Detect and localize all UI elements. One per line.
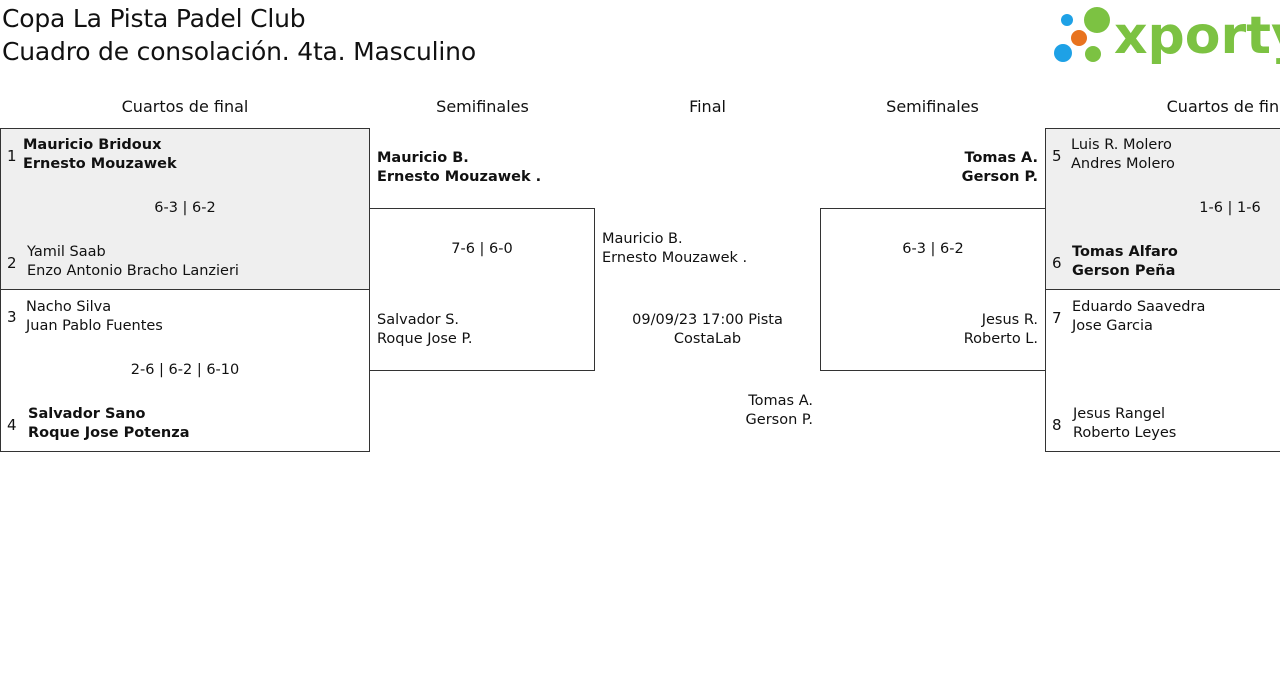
seed-number: 3 xyxy=(7,308,17,326)
right-qf-match-2[interactable] xyxy=(1045,289,1280,452)
team-left-qf-2-top[interactable]: Nacho Silva Juan Pablo Fuentes xyxy=(26,298,163,336)
team-right-qf-2-top[interactable]: Eduardo Saavedra Jose Garcia xyxy=(1072,298,1205,336)
match-score: 1-6 | 1-6 xyxy=(1199,200,1261,216)
player-name: Jesus R. xyxy=(981,312,1038,328)
right-qf-match-1[interactable] xyxy=(1045,128,1280,290)
team-right-qf-1-top[interactable]: Luis R. Molero Andres Molero xyxy=(1071,136,1175,174)
player-name: Tomas A. xyxy=(748,393,813,409)
match-score: 6-3 | 6-2 xyxy=(154,200,216,216)
player-name: Juan Pablo Fuentes xyxy=(26,318,163,334)
team-final-bottom[interactable]: Tomas A. Gerson P. xyxy=(640,392,813,430)
logo-text: xporty xyxy=(1114,6,1280,66)
seed-number: 5 xyxy=(1052,147,1062,165)
team-right-sf-top[interactable]: Tomas A. Gerson P. xyxy=(840,149,1038,187)
player-name: Jose Garcia xyxy=(1072,318,1153,334)
player-name: Roque Jose P. xyxy=(377,331,473,347)
team-right-qf-2-bottom[interactable]: Jesus Rangel Roberto Leyes xyxy=(1073,405,1176,443)
player-name: Roberto L. xyxy=(963,331,1038,347)
round-label-final: Final xyxy=(689,97,726,116)
xporty-logo: xporty xyxy=(1050,4,1280,68)
seed-number: 1 xyxy=(7,147,17,165)
player-name: Gerson Peña xyxy=(1072,263,1176,279)
logo-dots-icon xyxy=(1054,7,1110,62)
round-label-left-sf: Semifinales xyxy=(436,97,529,116)
team-right-sf-bottom[interactable]: Jesus R. Roberto L. xyxy=(840,311,1038,349)
player-name: Ernesto Mouzawek xyxy=(23,156,177,172)
player-name: Nacho Silva xyxy=(26,299,112,315)
player-name: Yamil Saab xyxy=(27,244,106,260)
final-schedule: 09/09/23 17:00 Pista CostaLab xyxy=(632,312,783,347)
player-name: Ernesto Mouzawek . xyxy=(377,169,542,185)
seed-number: 6 xyxy=(1052,254,1062,272)
player-name: Enzo Antonio Bracho Lanzieri xyxy=(27,263,239,279)
match-score: 7-6 | 6-0 xyxy=(451,241,513,257)
left-sf-match[interactable] xyxy=(369,208,595,371)
seed-number: 2 xyxy=(7,254,17,272)
player-name: Luis R. Molero xyxy=(1071,137,1172,153)
round-label-left-qf: Cuartos de final xyxy=(121,97,249,116)
player-name: Salvador S. xyxy=(377,312,460,328)
left-qf-match-1[interactable] xyxy=(0,128,370,290)
seed-number: 7 xyxy=(1052,309,1062,327)
page-subtitle: Cuadro de consolación. 4ta. Masculino xyxy=(2,37,476,66)
team-right-qf-1-bottom[interactable]: Tomas Alfaro Gerson Peña xyxy=(1072,243,1178,281)
player-name: Andres Molero xyxy=(1071,156,1175,172)
player-name: Gerson P. xyxy=(745,412,813,428)
round-label-right-sf: Semifinales xyxy=(886,97,979,116)
page-title: Copa La Pista Padel Club xyxy=(2,4,306,33)
player-name: Mauricio B. xyxy=(602,231,683,247)
player-name: Tomas A. xyxy=(964,150,1039,166)
team-left-qf-2-bottom[interactable]: Salvador Sano Roque Jose Potenza xyxy=(28,405,189,443)
seed-number: 4 xyxy=(7,416,17,434)
player-name: Jesus Rangel xyxy=(1073,406,1166,422)
player-name: Gerson P. xyxy=(961,169,1038,185)
player-name: Roberto Leyes xyxy=(1073,425,1177,441)
team-left-qf-1-bottom[interactable]: Yamil Saab Enzo Antonio Bracho Lanzieri xyxy=(27,243,239,281)
match-score: 6-3 | 6-2 xyxy=(902,241,964,257)
team-final-top[interactable]: Mauricio B. Ernesto Mouzawek . xyxy=(602,230,747,268)
team-left-sf-bottom[interactable]: Salvador S. Roque Jose P. xyxy=(377,311,473,349)
round-label-right-qf: Cuartos de final xyxy=(1166,97,1280,116)
player-name: Mauricio Bridoux xyxy=(23,137,162,153)
match-score: 2-6 | 6-2 | 6-10 xyxy=(130,362,240,378)
player-name: Ernesto Mouzawek . xyxy=(602,250,748,266)
player-name: Mauricio B. xyxy=(377,150,469,166)
player-name: Eduardo Saavedra xyxy=(1072,299,1206,315)
player-name: Tomas Alfaro xyxy=(1072,244,1178,260)
player-name: Salvador Sano xyxy=(28,406,146,422)
team-left-qf-1-top[interactable]: Mauricio Bridoux Ernesto Mouzawek xyxy=(23,136,177,174)
seed-number: 8 xyxy=(1052,416,1062,434)
team-left-sf-top[interactable]: Mauricio B. Ernesto Mouzawek . xyxy=(377,149,541,187)
player-name: Roque Jose Potenza xyxy=(28,425,190,441)
